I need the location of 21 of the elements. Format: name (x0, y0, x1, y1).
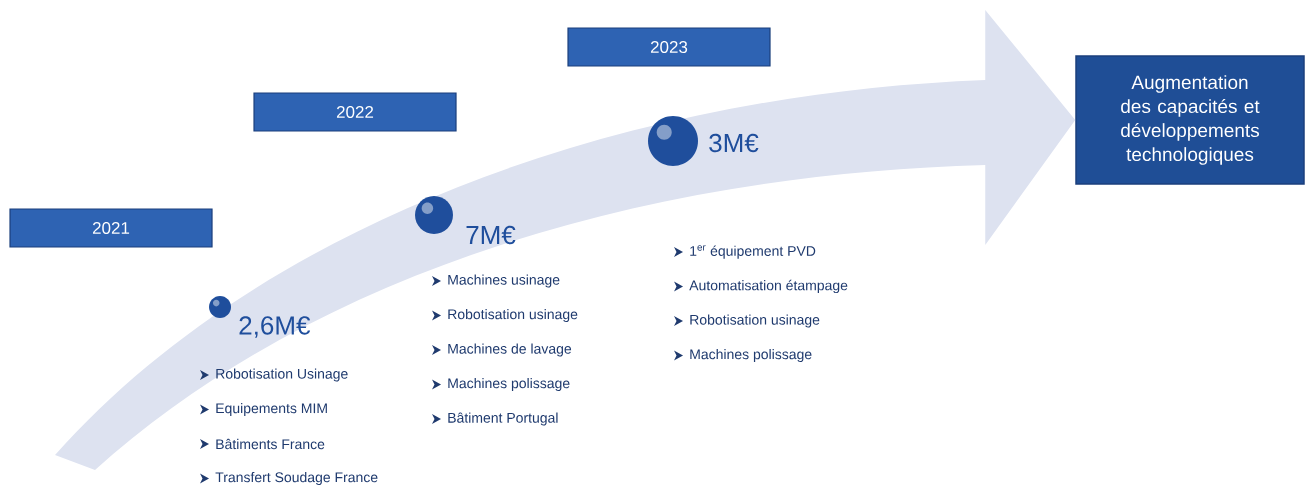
list-item: Automatisation étampage (689, 279, 848, 294)
amount-label: 2,6M€ (239, 316, 311, 338)
list-item: Equipements MIM (216, 402, 327, 416)
list-item: Robotisation usinage (690, 314, 820, 328)
list-item: Machines polissage (690, 348, 812, 362)
list-item: Robotisation Usinage (216, 368, 348, 382)
year-box: 2022 (253, 92, 457, 132)
list-item: Machines de lavage (448, 343, 572, 357)
timeline-arrow (55, 10, 1076, 470)
year-box: 2023 (567, 27, 771, 67)
amount-label: 3M€ (709, 133, 759, 153)
list-item: Bâtiment Portugal (448, 412, 558, 426)
goal-box: Augmentation des capacités et développements technologiques (1075, 55, 1305, 185)
year-box: 2021 (9, 208, 213, 248)
amount-label: 7M€ (466, 225, 516, 245)
list-item: Machines polissage (448, 377, 570, 391)
list-item: 1$^{er}$ équipement PVD (690, 245, 816, 259)
list-item: Machines usinage (448, 274, 560, 288)
list-item: Robotisation usinage (448, 308, 578, 322)
list-item: Bâtiments France (216, 438, 325, 450)
list-item: Transfert Soudage France (215, 471, 378, 485)
